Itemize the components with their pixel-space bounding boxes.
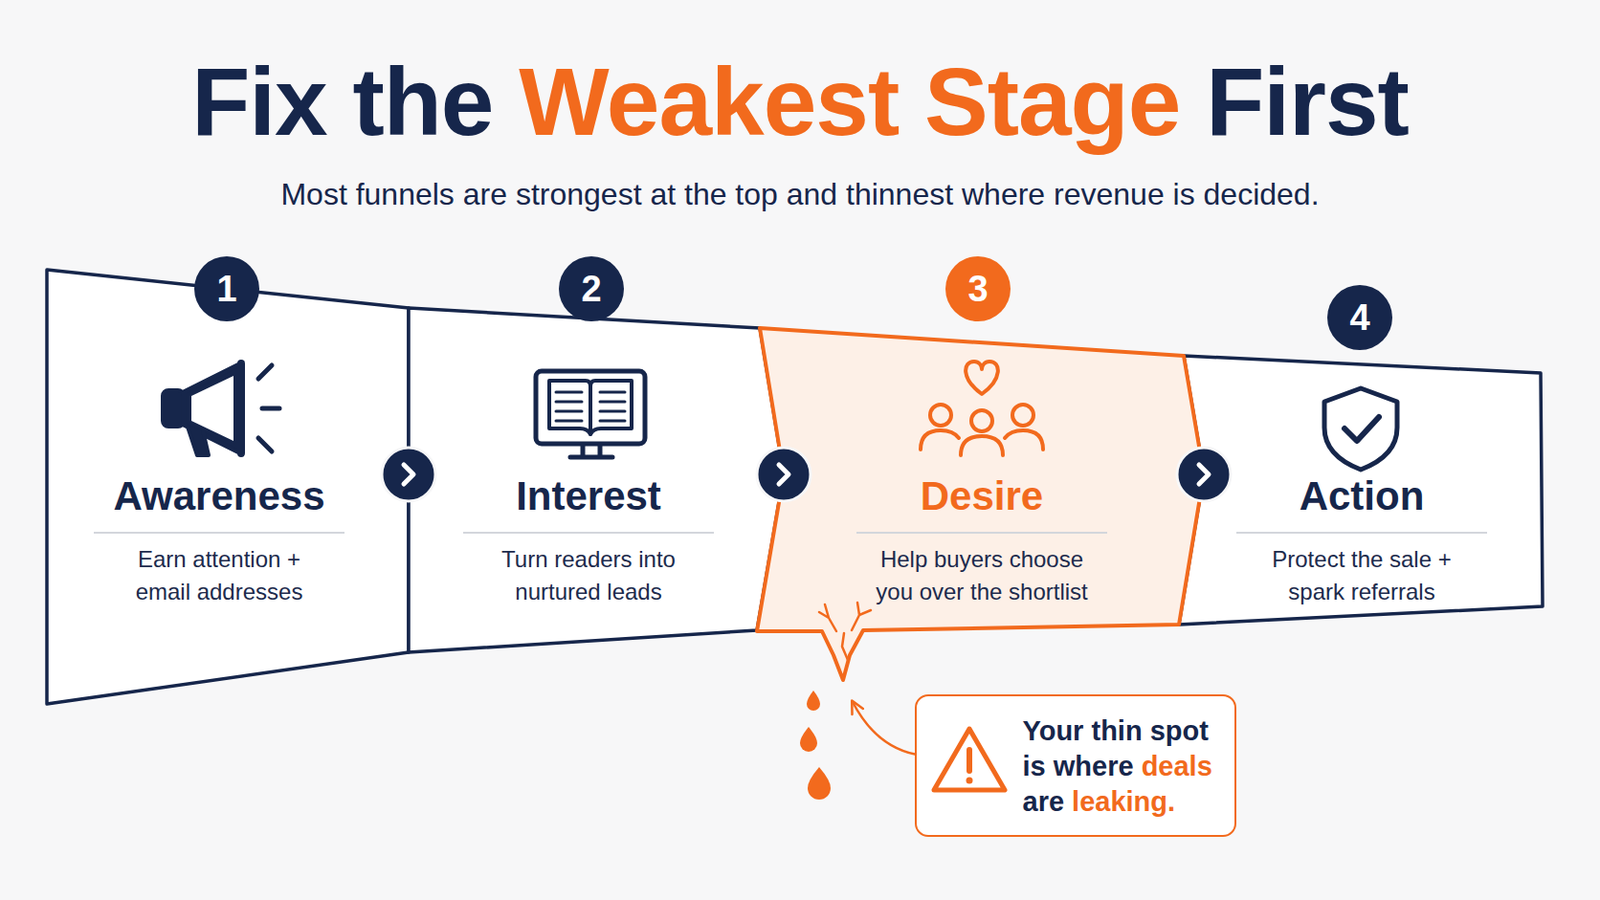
text-word: spot	[1150, 715, 1209, 747]
drip	[807, 767, 831, 800]
funnel-stage: AwarenessEarn attention + email addresse…	[46, 269, 409, 705]
drip	[806, 690, 821, 712]
funnel-stage: ActionProtect the sale + spark referrals…	[1178, 355, 1543, 625]
text-word: is	[1022, 751, 1046, 782]
leader-line	[852, 702, 915, 756]
leak-drips	[800, 690, 831, 800]
stage-text-column: InterestTurn readers into nurtured leads	[444, 472, 733, 609]
stage-heading: Action	[1218, 472, 1506, 521]
stage-shape	[756, 328, 1204, 681]
subtitle-text: Most funnels are strongest at the top an…	[0, 175, 1600, 214]
stage-shape	[408, 308, 784, 653]
stage-divider	[856, 532, 1108, 534]
text-word: First	[1205, 47, 1409, 156]
callout-number: 4	[1327, 285, 1393, 351]
stage-heading: Interest	[444, 472, 733, 521]
callout-number: 3	[945, 256, 1011, 322]
step-number-badge: 3	[945, 256, 1011, 322]
funnel-stage: InterestTurn readers into nurtured leads…	[408, 308, 784, 653]
stage-description: Turn readers into nurtured leads	[480, 543, 697, 609]
step-number-badge: 1	[194, 256, 260, 322]
text-word: Weakest	[518, 47, 899, 156]
funnel-stage: DesireHelp buyers choose you over the sh…	[756, 328, 1204, 682]
callout-number: 1	[194, 256, 260, 322]
stage-shape	[1178, 355, 1543, 625]
text-word: where	[1053, 751, 1134, 782]
text-word: Your	[1022, 715, 1085, 747]
stage-description: Help buyers choose you over the shortlis…	[866, 543, 1097, 609]
step-number-badge: 4	[1327, 285, 1393, 351]
diagram-title: Fix the Weakest Stage First	[0, 47, 1600, 156]
step-number-badge: 2	[558, 256, 624, 322]
stage-heading: Desire	[838, 472, 1126, 521]
stage-description: Protect the sale + spark referrals	[1253, 543, 1470, 609]
warning-callout: Your thin spot is where deals are leakin…	[914, 694, 1237, 838]
stage-divider	[463, 532, 714, 534]
text-word: Fix	[191, 47, 327, 156]
stage-text-column: ActionProtect the sale + spark referrals	[1218, 472, 1506, 609]
leader-arrow	[852, 702, 915, 756]
stage-text-column: AwarenessEarn attention + email addresse…	[75, 472, 363, 609]
text-word: thin	[1090, 715, 1142, 747]
text-word: leaking.	[1071, 786, 1176, 818]
stage-description: Earn attention + email addresses	[112, 543, 326, 609]
text-word: are	[1022, 786, 1066, 818]
stage-heading: Awareness	[75, 472, 363, 521]
text-word: deals	[1141, 751, 1213, 782]
callout-number: 2	[558, 256, 624, 322]
stage-shape	[46, 269, 409, 705]
stage-divider	[93, 532, 345, 534]
callout-text: Your thin spot is where deals are leakin…	[1022, 713, 1229, 821]
stage-text-column: DesireHelp buyers choose you over the sh…	[838, 472, 1126, 609]
stage-divider	[1236, 532, 1488, 534]
text-word: the	[352, 47, 493, 156]
drip	[800, 727, 818, 753]
text-word: Stage	[924, 47, 1180, 156]
